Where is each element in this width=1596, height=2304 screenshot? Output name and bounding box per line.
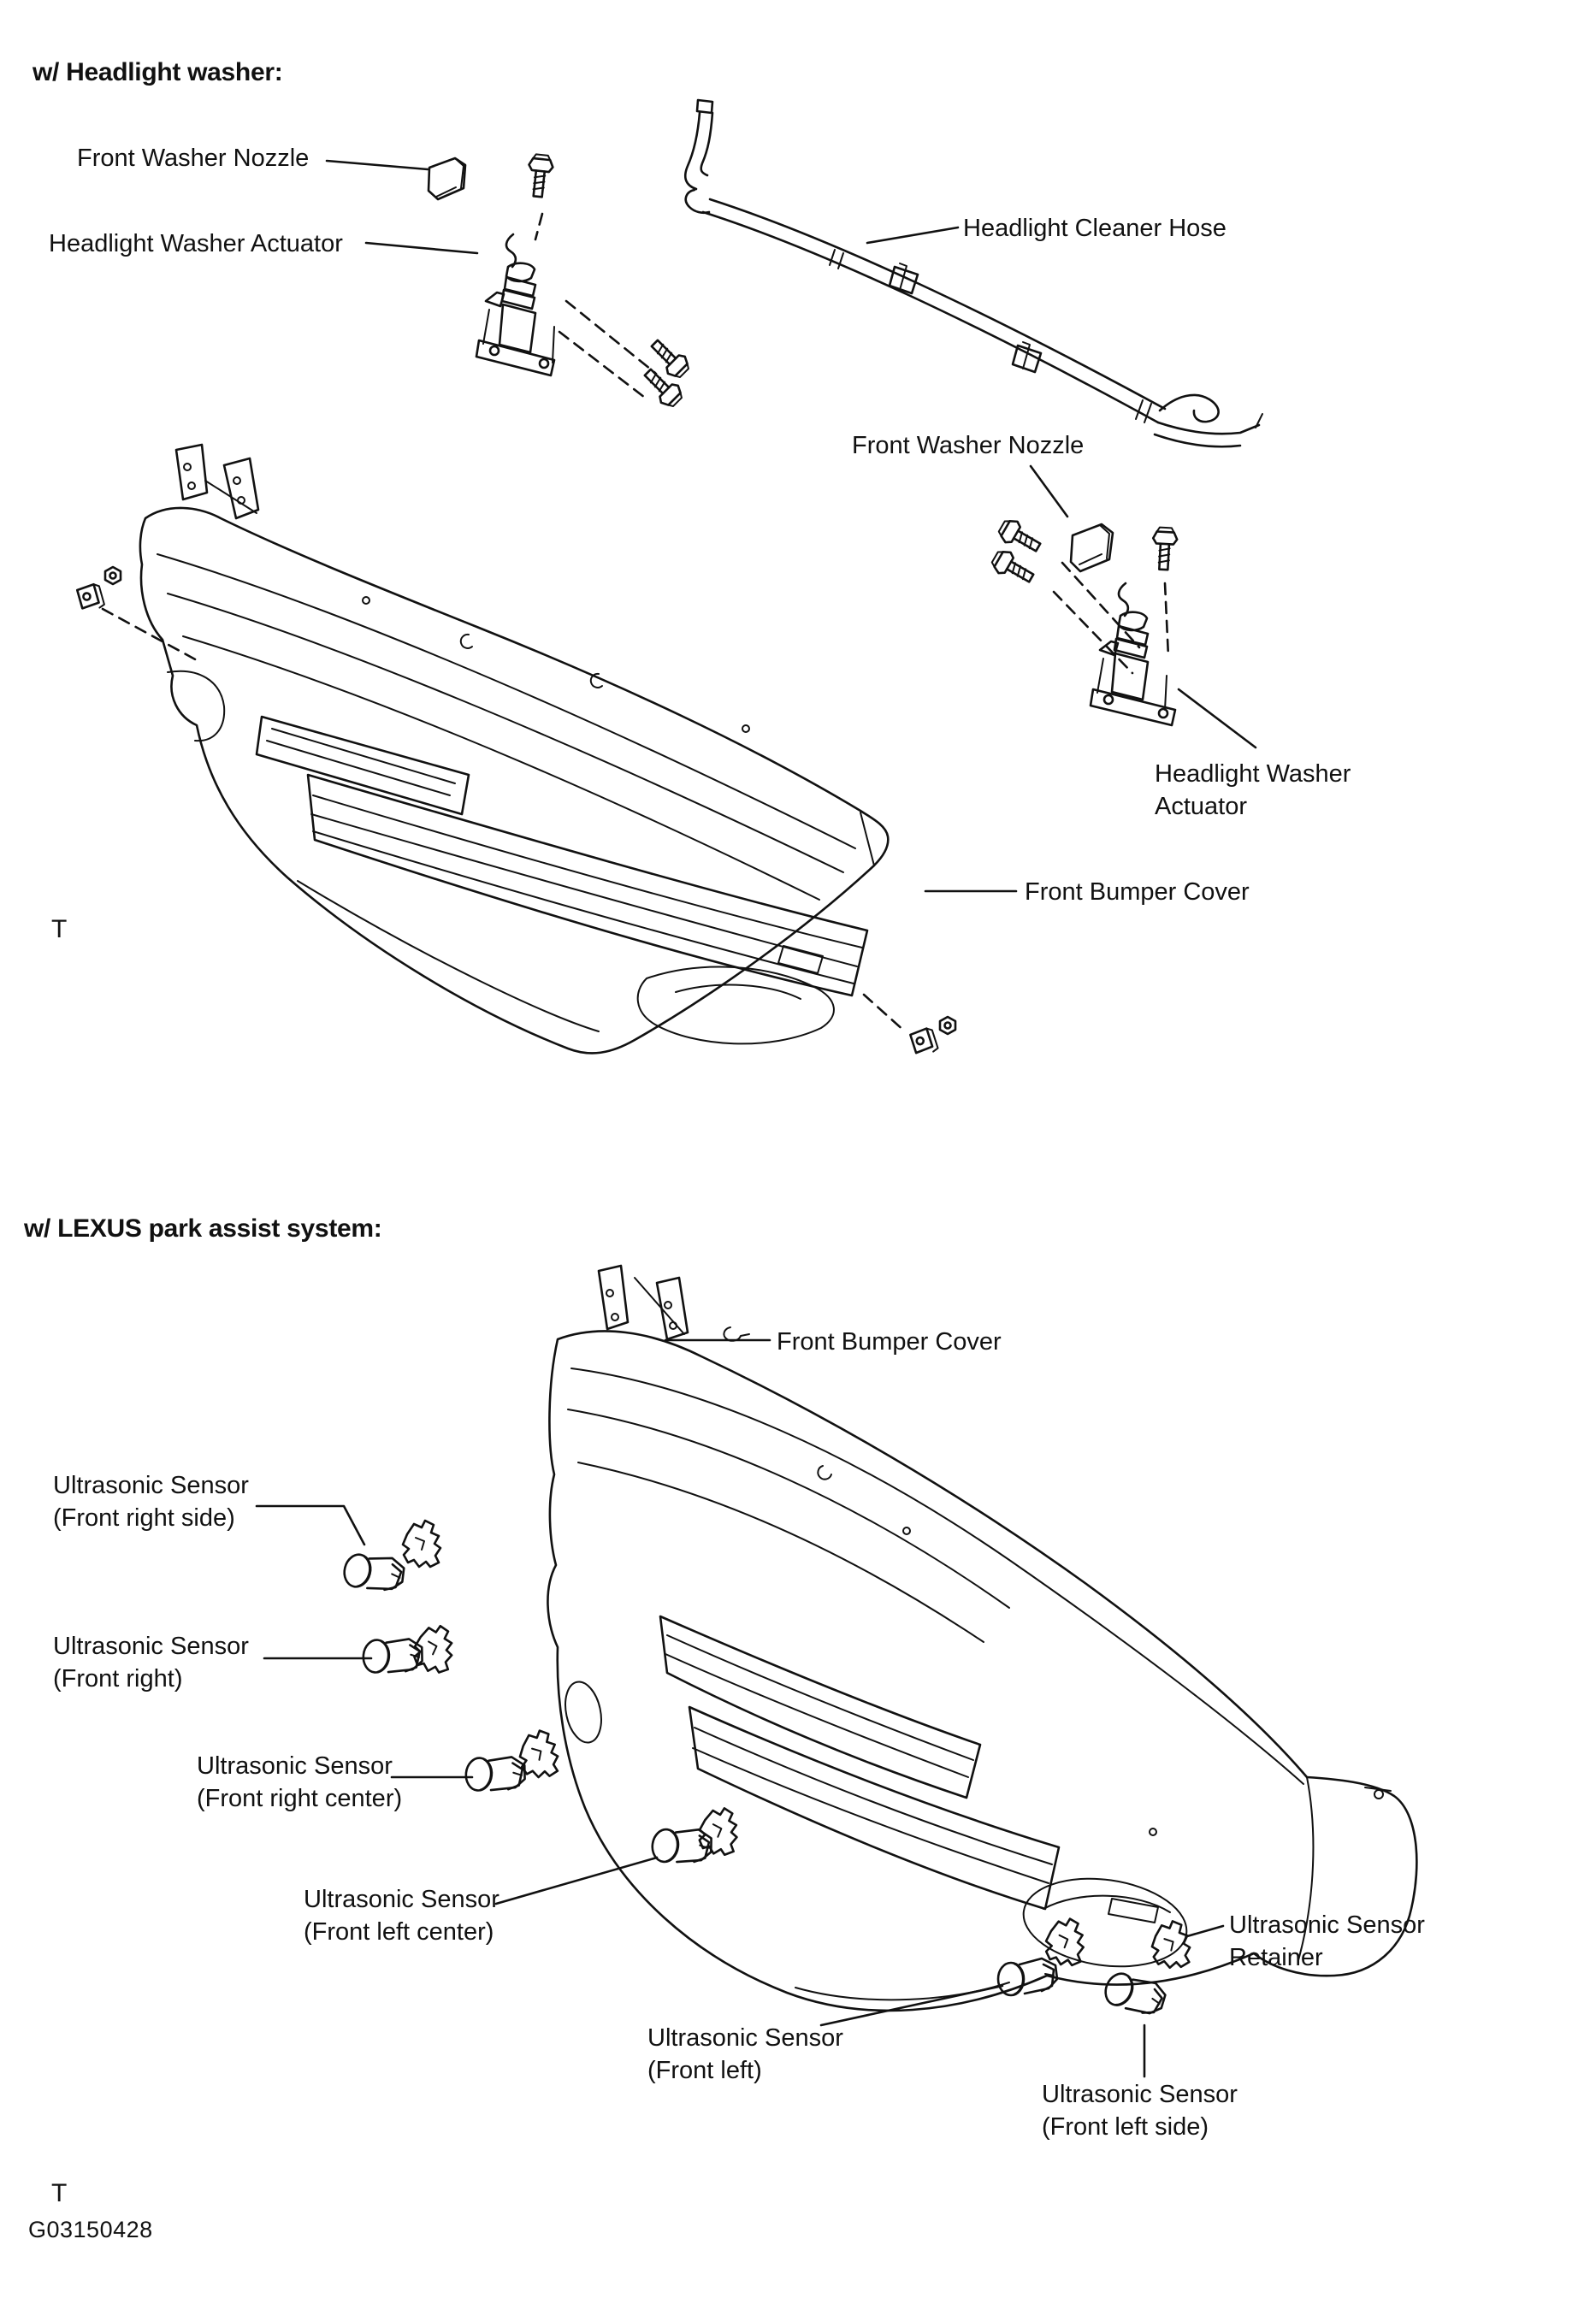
label-line: (Front right center) bbox=[197, 1785, 403, 1812]
ultrasonic-sensor-front-right-side-part bbox=[340, 1546, 409, 1599]
sheet-marker-bottom: T bbox=[51, 2179, 68, 2207]
section-heading-headlight-washer: w/ Headlight washer: bbox=[33, 58, 283, 86]
label-headlight-washer-actuator-left: Headlight Washer Actuator bbox=[49, 230, 343, 257]
label-line: Headlight Washer bbox=[1155, 760, 1351, 788]
actuator-bolt-right-3 bbox=[1150, 525, 1179, 571]
label-headlight-cleaner-hose: Headlight Cleaner Hose bbox=[963, 215, 1227, 242]
label-front-bumper-cover-bottom: Front Bumper Cover bbox=[777, 1328, 1002, 1356]
label-ultrasonic-sensor-front-left: Ultrasonic Sensor (Front left) bbox=[647, 2022, 843, 2087]
label-ultrasonic-sensor-retainer: Ultrasonic Sensor Retainer bbox=[1229, 1909, 1425, 1974]
label-ultrasonic-sensor-front-right: Ultrasonic Sensor (Front right) bbox=[53, 1630, 249, 1695]
label-line: Ultrasonic Sensor bbox=[53, 1472, 249, 1499]
label-line: Ultrasonic Sensor bbox=[647, 2024, 843, 2052]
actuator-bolt-left-1 bbox=[645, 334, 695, 383]
section-heading-park-assist: w/ LEXUS park assist system: bbox=[24, 1214, 382, 1243]
label-headlight-washer-actuator-right: Headlight Washer Actuator bbox=[1155, 758, 1351, 823]
label-line: Retainer bbox=[1229, 1944, 1323, 1971]
bumper-clip-right-part bbox=[908, 1025, 940, 1056]
headlight-cleaner-hose-part bbox=[684, 98, 1263, 448]
label-line: Actuator bbox=[1155, 793, 1247, 820]
headlight-washer-actuator-left-part bbox=[475, 233, 556, 377]
bumper-grommet-right-part bbox=[938, 1015, 957, 1036]
sensor-retainer-front-left-part bbox=[1043, 1916, 1087, 1968]
ultrasonic-sensor-retainer-part bbox=[1149, 1918, 1192, 1970]
sensor-retainer-front-right-side-part bbox=[401, 1519, 442, 1568]
ultrasonic-sensor-front-left-center-part bbox=[649, 1822, 715, 1870]
label-ultrasonic-sensor-front-left-side: Ultrasonic Sensor (Front left side) bbox=[1042, 2078, 1238, 2143]
ultrasonic-sensor-front-right-center-part bbox=[463, 1751, 529, 1797]
label-line: Ultrasonic Sensor bbox=[53, 1633, 249, 1660]
sheet-marker-top: T bbox=[51, 915, 68, 943]
label-ultrasonic-sensor-front-right-center: Ultrasonic Sensor (Front right center) bbox=[197, 1750, 402, 1815]
ultrasonic-sensor-front-left-side-part bbox=[1099, 1964, 1171, 2024]
bumper-clip-left-part bbox=[75, 582, 106, 612]
label-line: Ultrasonic Sensor bbox=[1229, 1911, 1425, 1939]
label-ultrasonic-sensor-front-left-center: Ultrasonic Sensor (Front left center) bbox=[304, 1883, 499, 1948]
headlight-washer-actuator-right-part bbox=[1089, 582, 1177, 727]
front-bumper-cover-bottom-drawing bbox=[547, 1264, 1418, 2012]
label-front-washer-nozzle-right: Front Washer Nozzle bbox=[852, 432, 1085, 459]
front-bumper-cover-top-drawing bbox=[139, 443, 890, 1055]
sensor-retainer-front-left-center-part bbox=[696, 1805, 742, 1858]
leader-lines-top-section bbox=[325, 159, 1257, 893]
assembly-dashed-lines-top bbox=[101, 212, 1170, 1033]
label-line: (Front right side) bbox=[53, 1504, 235, 1532]
label-line: (Front left center) bbox=[304, 1918, 494, 1946]
actuator-bolt-right-2 bbox=[987, 546, 1039, 590]
figure-id: G03150428 bbox=[28, 2217, 153, 2242]
label-front-washer-nozzle-left: Front Washer Nozzle bbox=[77, 145, 310, 172]
bumper-grommet-left-part bbox=[103, 565, 122, 586]
sensor-retainer-front-right-part bbox=[411, 1622, 457, 1675]
washer-nozzle-bolt-left bbox=[524, 152, 556, 199]
label-front-bumper-cover-top: Front Bumper Cover bbox=[1025, 878, 1250, 906]
label-line: (Front right) bbox=[53, 1665, 183, 1693]
front-washer-nozzle-left-part bbox=[427, 157, 467, 201]
label-ultrasonic-sensor-front-right-side: Ultrasonic Sensor (Front right side) bbox=[53, 1469, 249, 1534]
label-line: (Front left side) bbox=[1042, 2113, 1209, 2141]
sensor-retainer-front-right-center-part bbox=[516, 1728, 561, 1781]
label-line: Ultrasonic Sensor bbox=[197, 1752, 393, 1780]
label-line: Ultrasonic Sensor bbox=[304, 1886, 499, 1913]
label-line: Ultrasonic Sensor bbox=[1042, 2081, 1238, 2108]
label-line: (Front left) bbox=[647, 2057, 762, 2084]
front-washer-nozzle-right-part bbox=[1069, 523, 1114, 573]
